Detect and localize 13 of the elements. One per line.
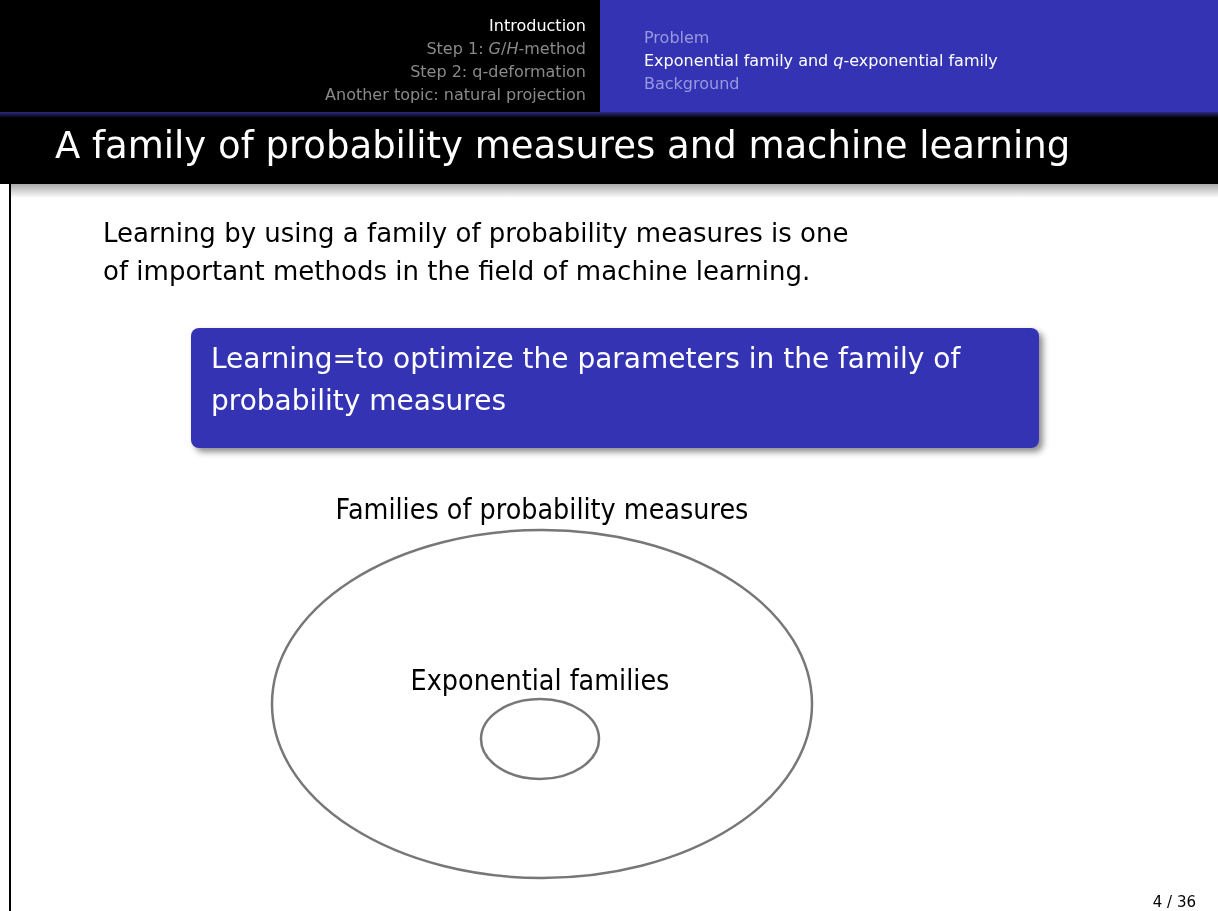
section-link: Introduction [489,15,586,37]
section-link: Another topic: natural projection [325,84,586,106]
set-label: Exponential families [409,663,671,697]
section-link: Step 2: q-deformation [410,61,586,83]
section-link: Step 1: G/H-method [426,38,586,60]
slide-title: A family of probability measures and machine learning [55,124,1071,167]
subsection-link: Background [644,73,740,95]
subsection-link: Exponential family and q-exponential family [644,50,998,72]
page-number: 4 / 36 [1152,893,1196,911]
subsection-link: Problem [644,27,710,49]
body-text: Learning by using a family of probability measures is one of important methods in the field of machine learning. [103,217,850,288]
block-box: Learning=to optimize the parameters in the family of probability measures [191,328,1039,448]
set-label: Families of probability measures [334,492,750,526]
